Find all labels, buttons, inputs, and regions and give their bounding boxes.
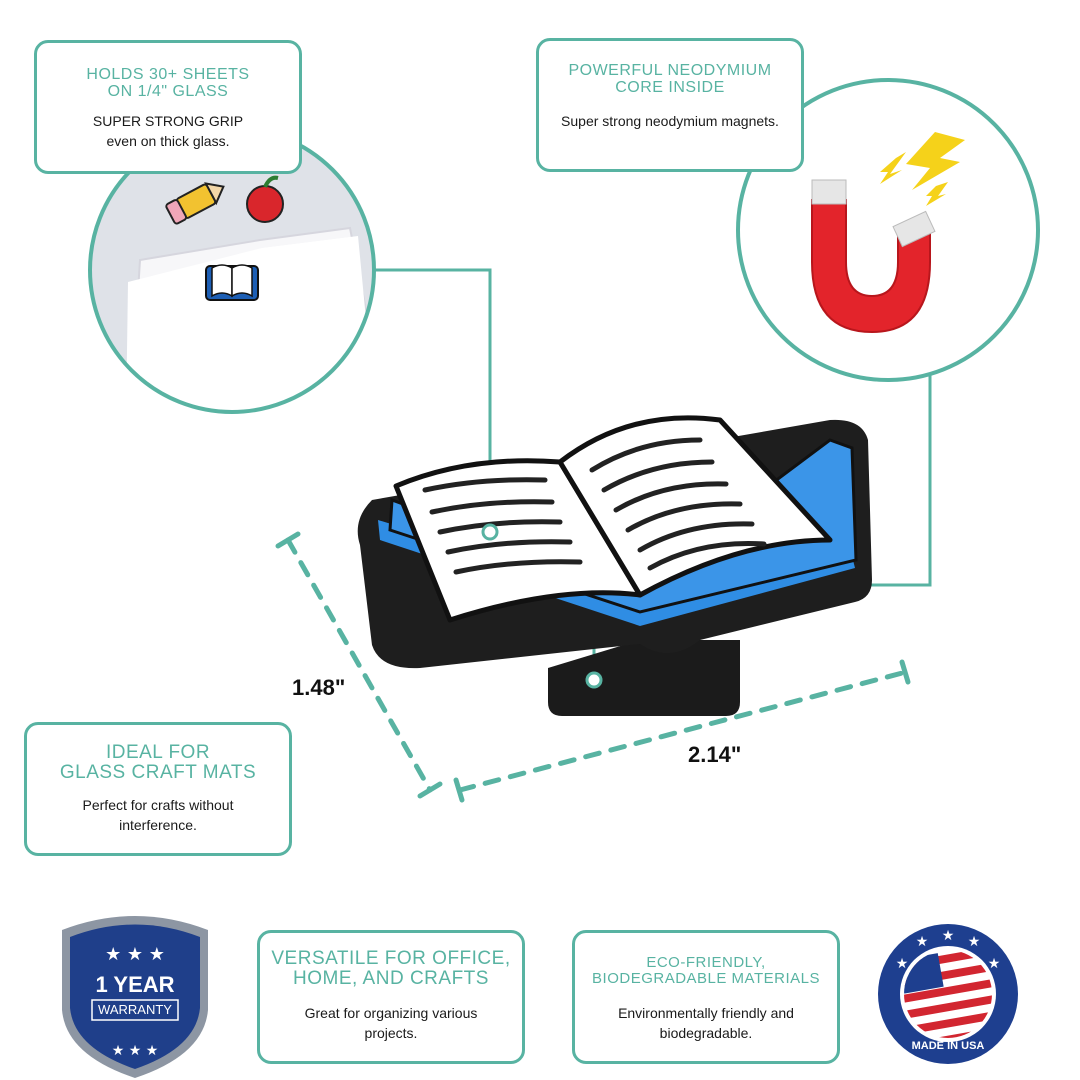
feature-title-line: IDEAL FOR [105, 742, 211, 763]
svg-text:★: ★ [942, 928, 955, 944]
svg-text:★: ★ [968, 934, 981, 950]
pencil-magnet-icon [165, 182, 225, 225]
feature-title: VERSATILE FOR OFFICE, HOME, AND CRAFTS [260, 949, 522, 989]
book-magnet-product [357, 415, 872, 716]
feature-title-line: ON 1/4" GLASS [107, 82, 229, 100]
feature-body: Super strong neodymium magnets. [539, 111, 801, 131]
feature-body-line: SUPER STRONG GRIP [92, 112, 244, 129]
feature-body: Perfect for crafts without interference. [27, 795, 289, 836]
feature-title: POWERFUL NEODYMIUM CORE INSIDE [539, 62, 801, 97]
warranty-years-text: 1 YEAR [95, 972, 175, 997]
feature-body-line: Great for organizing various [304, 1004, 478, 1021]
svg-text:★: ★ [988, 956, 1001, 972]
svg-text:★: ★ [896, 956, 909, 972]
anchor-dot-core [585, 671, 603, 689]
feature-body-line: Perfect for crafts without [82, 796, 234, 813]
width-dimension-label: 2.14" [688, 742, 742, 767]
feature-box-core: POWERFUL NEODYMIUM CORE INSIDE Super str… [536, 38, 804, 172]
feature-body-line: Environmentally friendly and [618, 1004, 794, 1021]
feature-body-line: projects. [364, 1025, 418, 1042]
feature-body: SUPER STRONG GRIP even on thick glass. [37, 111, 299, 152]
feature-body-line: interference. [119, 817, 197, 834]
feature-body: Environmentally friendly and biodegradab… [575, 1003, 837, 1044]
svg-text:★: ★ [916, 934, 929, 950]
made-in-usa-text: MADE IN USA [911, 1040, 985, 1052]
feature-box-grip: HOLDS 30+ SHEETS ON 1/4" GLASS SUPER STR… [34, 40, 302, 174]
feature-body-line: even on thick glass. [106, 132, 230, 149]
feature-title-line: ECO-FRIENDLY, [646, 954, 766, 971]
feature-title-line: CORE INSIDE [615, 78, 725, 96]
horseshoe-magnet-icon [811, 179, 936, 334]
feature-box-mats: IDEAL FOR GLASS CRAFT MATS Perfect for c… [24, 722, 292, 856]
svg-text:★ ★ ★: ★ ★ ★ [112, 1043, 159, 1059]
feature-box-eco: ECO-FRIENDLY, BIODEGRADABLE MATERIALS En… [572, 930, 840, 1064]
magnet-circle [736, 78, 1040, 382]
feature-title-line: GLASS CRAFT MATS [59, 761, 257, 783]
feature-title: IDEAL FOR GLASS CRAFT MATS [27, 743, 289, 783]
feature-title-line: BIODEGRADABLE MATERIALS [592, 969, 820, 987]
lightning-icon [880, 132, 965, 206]
warranty-label-text: WARRANTY [98, 1002, 172, 1017]
feature-title-line: HOME, AND CRAFTS [293, 967, 489, 989]
feature-title-line: POWERFUL NEODYMIUM [568, 62, 772, 79]
leader-line-grip [362, 268, 492, 530]
sheets-photo-circle [88, 126, 376, 414]
warranty-shield-badge: ★ ★ ★ ★ ★ ★ [62, 916, 208, 1078]
feature-box-versatile: VERSATILE FOR OFFICE, HOME, AND CRAFTS G… [257, 930, 525, 1064]
feature-title: ECO-FRIENDLY, BIODEGRADABLE MATERIALS [575, 955, 837, 987]
small-book-magnet-icon [205, 264, 259, 301]
feature-title-line: VERSATILE FOR OFFICE, [271, 948, 511, 969]
height-dimension-label: 1.48" [292, 675, 346, 700]
height-dimension-line [275, 531, 443, 799]
feature-title-line: HOLDS 30+ SHEETS [86, 66, 250, 83]
apple-magnet-icon [246, 175, 284, 223]
feature-body-line: Super strong neodymium magnets. [561, 112, 779, 129]
svg-text:★ ★ ★: ★ ★ ★ [105, 944, 165, 965]
feature-title: HOLDS 30+ SHEETS ON 1/4" GLASS [37, 66, 299, 101]
feature-body-line: biodegradable. [659, 1024, 753, 1041]
made-in-usa-badge: ★ ★ ★ ★ ★ [878, 924, 1018, 1064]
anchor-dot-grip [481, 523, 499, 541]
feature-body: Great for organizing various projects. [260, 1003, 522, 1044]
width-dimension-line [453, 659, 911, 803]
